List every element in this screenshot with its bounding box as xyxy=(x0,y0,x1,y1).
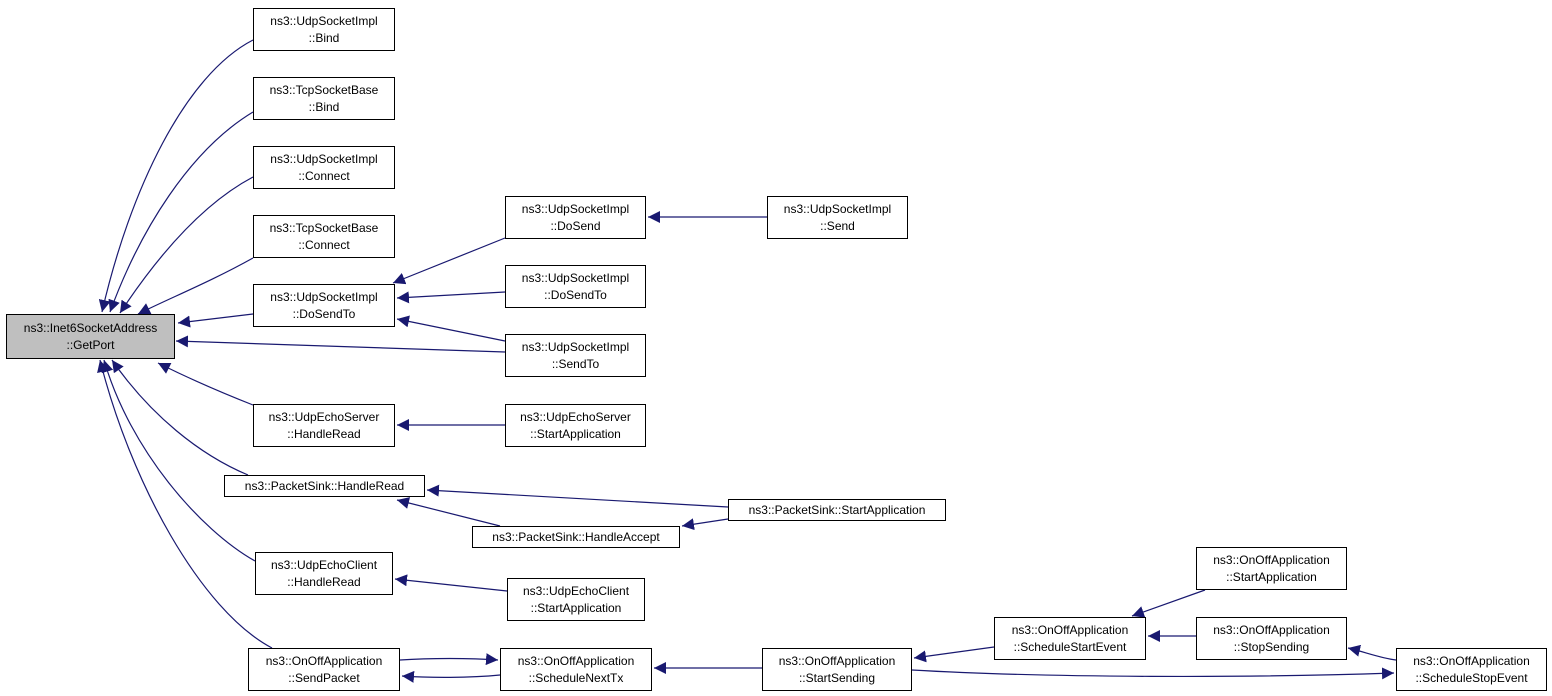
edge-pssa-to-psha xyxy=(681,518,729,531)
edge-ub-to-gp xyxy=(98,39,254,313)
node-label-line: ns3::OnOffApplication xyxy=(1213,622,1330,637)
node-udpechoclient-handleread[interactable]: ns3::UdpEchoClient::HandleRead xyxy=(255,552,393,595)
edge-tb-to-gp xyxy=(108,111,254,313)
edge-oosse-to-ooss xyxy=(913,646,995,663)
edge-uc-to-gp xyxy=(119,176,254,314)
node-onoffapplication-stopsending[interactable]: ns3::OnOffApplication::StopSending xyxy=(1196,617,1347,660)
edge-oosst-to-oostop xyxy=(1347,644,1397,661)
edge-ust-to-gp xyxy=(175,335,506,353)
node-label-line: ::HandleRead xyxy=(287,574,361,589)
node-label-line: ns3::PacketSink::StartApplication xyxy=(748,502,926,517)
edge-oosnt-to-oosp xyxy=(401,670,501,683)
node-tcpsocketbase-bind[interactable]: ns3::TcpSocketBase::Bind xyxy=(253,77,395,120)
node-label-line: ::Connect xyxy=(298,237,350,252)
node-label-line: ::Bind xyxy=(308,99,340,114)
edge-udst2-to-udst xyxy=(396,291,506,304)
edge-ueh-to-gp xyxy=(157,362,254,406)
node-label-line: ::StartApplication xyxy=(530,426,621,441)
node-tcpsocketbase-connect[interactable]: ns3::TcpSocketBase::Connect xyxy=(253,215,395,258)
node-label-line: ns3::UdpSocketImpl xyxy=(521,339,630,354)
node-label-line: ns3::OnOffApplication xyxy=(517,653,635,668)
node-label-line: ns3::PacketSink::HandleRead xyxy=(244,478,405,493)
edge-ooss-to-oosst xyxy=(911,667,1395,680)
node-label-line: ns3::OnOffApplication xyxy=(1011,622,1129,637)
node-label-line: ::StopSending xyxy=(1233,639,1310,654)
node-label-line: ns3::OnOffApplication xyxy=(778,653,896,668)
node-label-line: ::HandleRead xyxy=(287,426,361,441)
node-label-line: ns3::UdpSocketImpl xyxy=(521,201,630,216)
edge-oosa-to-oosse xyxy=(1131,589,1206,618)
node-label-line: ns3::Inet6SocketAddress xyxy=(23,320,158,335)
node-udpsocketimpl-dosend[interactable]: ns3::UdpSocketImpl::DoSend xyxy=(505,196,646,239)
node-label-line: ns3::UdpEchoClient xyxy=(270,557,378,572)
node-onoffapplication-sendpacket[interactable]: ns3::OnOffApplication::SendPacket xyxy=(248,648,400,691)
node-label-line: ::StartApplication xyxy=(1226,569,1317,584)
edge-oosp-to-oosnt xyxy=(399,653,499,666)
node-label-line: ::DoSend xyxy=(550,218,601,233)
edge-psha-to-pshr xyxy=(396,497,501,527)
node-label-line: ns3::UdpSocketImpl xyxy=(270,289,378,304)
edge-oosp-to-gp xyxy=(97,359,273,649)
node-label-line: ns3::UdpEchoServer xyxy=(520,409,631,424)
node-label-line: ::StartSending xyxy=(798,670,876,685)
node-packetsink-handleread[interactable]: ns3::PacketSink::HandleRead xyxy=(224,475,425,497)
edge-uech-to-gp xyxy=(101,359,256,562)
node-label-line: ::SendPacket xyxy=(288,670,360,685)
node-inet6-get-port[interactable]: ns3::Inet6SocketAddress::GetPort xyxy=(6,314,175,359)
edge-pssa-to-pshr xyxy=(426,484,729,508)
node-onoffapplication-schedulestopevent[interactable]: ns3::OnOffApplication::ScheduleStopEvent xyxy=(1396,648,1547,691)
node-label-line: ::GetPort xyxy=(66,337,115,352)
node-label-line: ::Connect xyxy=(298,168,350,183)
node-udpsocketimpl-dosendto[interactable]: ns3::UdpSocketImpl::DoSendTo xyxy=(253,284,395,327)
node-label-line: ::ScheduleStopEvent xyxy=(1415,670,1528,685)
edge-ust-to-udst xyxy=(396,315,506,342)
edge-pshr-to-gp xyxy=(111,359,249,476)
node-label-line: ::DoSendTo xyxy=(292,306,356,321)
node-label-line: ::Bind xyxy=(308,30,340,45)
node-label-line: ns3::UdpEchoClient xyxy=(522,583,630,598)
node-udpsocketimpl-bind[interactable]: ns3::UdpSocketImpl::Bind xyxy=(253,8,395,51)
node-onoffapplication-schedulenexttx[interactable]: ns3::OnOffApplication::ScheduleNextTx xyxy=(500,648,652,691)
edge-uds-to-udst xyxy=(392,237,506,285)
node-label-line: ns3::UdpSocketImpl xyxy=(783,201,892,216)
node-label-line: ns3::TcpSocketBase xyxy=(269,82,379,97)
node-udpechoclient-startapplication[interactable]: ns3::UdpEchoClient::StartApplication xyxy=(507,578,645,621)
node-label-line: ns3::OnOffApplication xyxy=(265,653,383,668)
node-packetsink-handleaccept[interactable]: ns3::PacketSink::HandleAccept xyxy=(472,526,680,548)
node-udpsocketimpl-sendto[interactable]: ns3::UdpSocketImpl::SendTo xyxy=(505,334,646,377)
node-label-line: ::ScheduleStartEvent xyxy=(1013,639,1127,654)
node-label-line: ns3::UdpEchoServer xyxy=(268,409,380,424)
node-onoffapplication-startapplication[interactable]: ns3::OnOffApplication::StartApplication xyxy=(1196,547,1347,590)
node-packetsink-startapplication[interactable]: ns3::PacketSink::StartApplication xyxy=(728,499,946,521)
node-label-line: ::Send xyxy=(820,218,855,233)
node-label-line: ns3::UdpSocketImpl xyxy=(521,270,630,285)
node-udpechoserver-startapplication[interactable]: ns3::UdpEchoServer::StartApplication xyxy=(505,404,646,447)
node-udpechoserver-handleread[interactable]: ns3::UdpEchoServer::HandleRead xyxy=(253,404,395,447)
node-label-line: ns3::TcpSocketBase xyxy=(269,220,379,235)
node-label-line: ::SendTo xyxy=(551,356,600,371)
node-label-line: ::DoSendTo xyxy=(544,287,607,302)
node-onoffapplication-startsending[interactable]: ns3::OnOffApplication::StartSending xyxy=(762,648,912,691)
node-label-line: ns3::UdpSocketImpl xyxy=(270,151,378,166)
node-label-line: ns3::OnOffApplication xyxy=(1213,552,1330,567)
node-label-line: ::ScheduleNextTx xyxy=(528,670,624,685)
node-label-line: ns3::UdpSocketImpl xyxy=(270,13,378,28)
node-onoffapplication-schedulestartevent[interactable]: ns3::OnOffApplication::ScheduleStartEven… xyxy=(994,617,1146,660)
node-label-line: ns3::PacketSink::HandleAccept xyxy=(492,529,660,544)
node-label-line: ::StartApplication xyxy=(530,600,622,615)
edge-udst-to-gp xyxy=(177,313,254,328)
edge-tc-to-gp xyxy=(137,257,254,315)
edge-uecsa-to-uech xyxy=(394,574,508,592)
node-udpsocketimpl-dosendto-2[interactable]: ns3::UdpSocketImpl::DoSendTo xyxy=(505,265,646,308)
node-udpsocketimpl-send[interactable]: ns3::UdpSocketImpl::Send xyxy=(767,196,908,239)
node-udpsocketimpl-connect[interactable]: ns3::UdpSocketImpl::Connect xyxy=(253,146,395,189)
node-label-line: ns3::OnOffApplication xyxy=(1413,653,1530,668)
